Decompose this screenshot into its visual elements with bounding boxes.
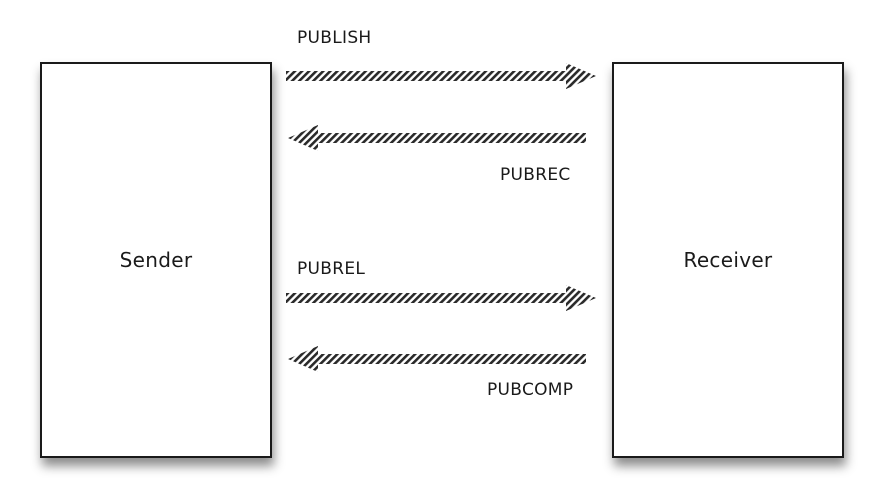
pubrec-label: PUBREC	[500, 165, 571, 185]
publish-label: PUBLISH	[297, 28, 372, 48]
pubcomp-label: PUBCOMP	[487, 380, 574, 400]
sender-label: Sender	[119, 248, 193, 272]
pubrec-arrow-left-icon	[288, 125, 586, 151]
pubcomp-arrow-left-icon	[288, 346, 586, 372]
pubrel-label: PUBREL	[297, 259, 366, 279]
sender-box: Sender	[40, 62, 272, 458]
pubrel-arrow-right-icon	[286, 285, 596, 311]
receiver-label: Receiver	[683, 248, 773, 272]
receiver-box: Receiver	[612, 62, 844, 458]
publish-arrow-right-icon	[286, 63, 596, 89]
